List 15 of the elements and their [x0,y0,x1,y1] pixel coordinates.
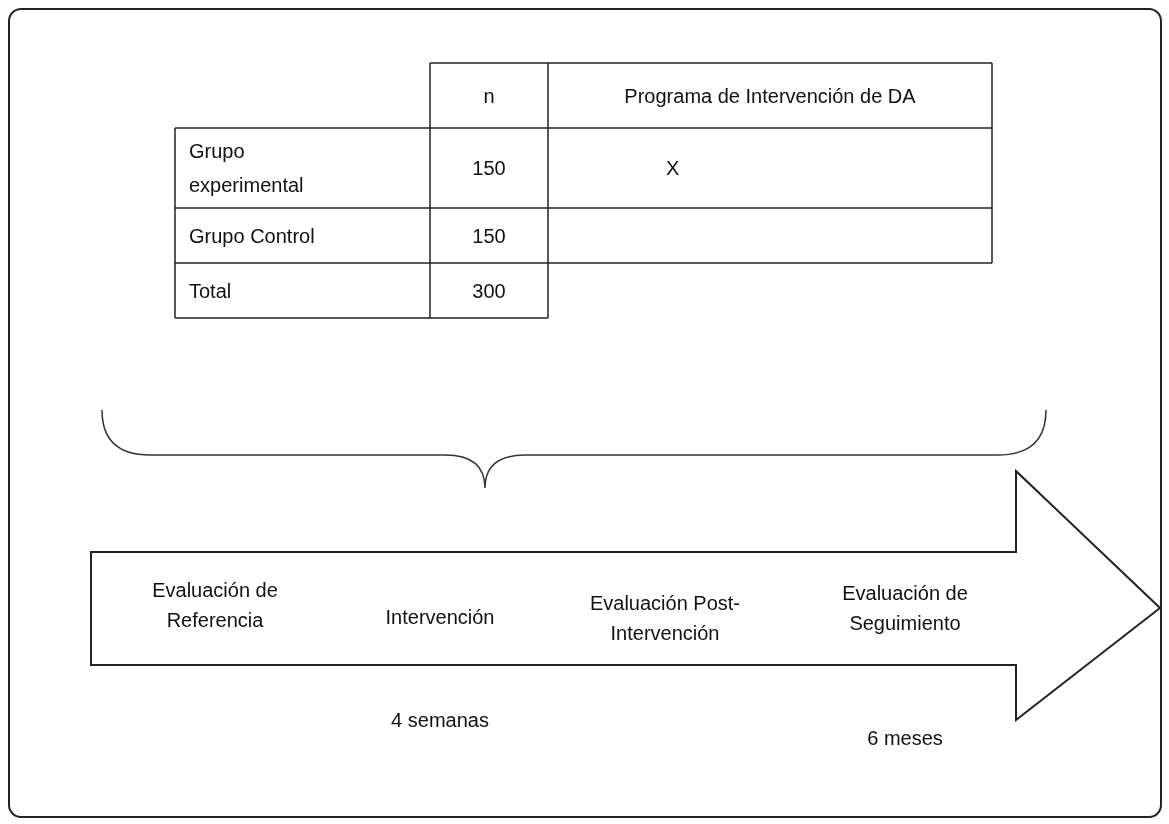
table-value: 150 [472,156,506,181]
column-header: Programa de Intervención de DA [624,83,916,109]
column-header: n [483,83,495,109]
phase-label: Evaluación de Seguimiento [841,581,969,636]
phase-label: Evaluación de Referencia [151,578,279,633]
table-value: X [666,156,680,181]
row-header: Grupo Control [189,223,315,249]
row-header: Total [189,278,232,304]
phase-label: Evaluación Post-Intervención [588,591,742,646]
row-header: Grupo experimental [189,139,305,198]
table-value: 300 [472,278,506,304]
table-value: 150 [472,223,506,249]
phase-label: Intervención [384,605,496,630]
duration-label: 4 semanas [390,708,490,733]
duration-label: 6 meses [866,726,944,751]
